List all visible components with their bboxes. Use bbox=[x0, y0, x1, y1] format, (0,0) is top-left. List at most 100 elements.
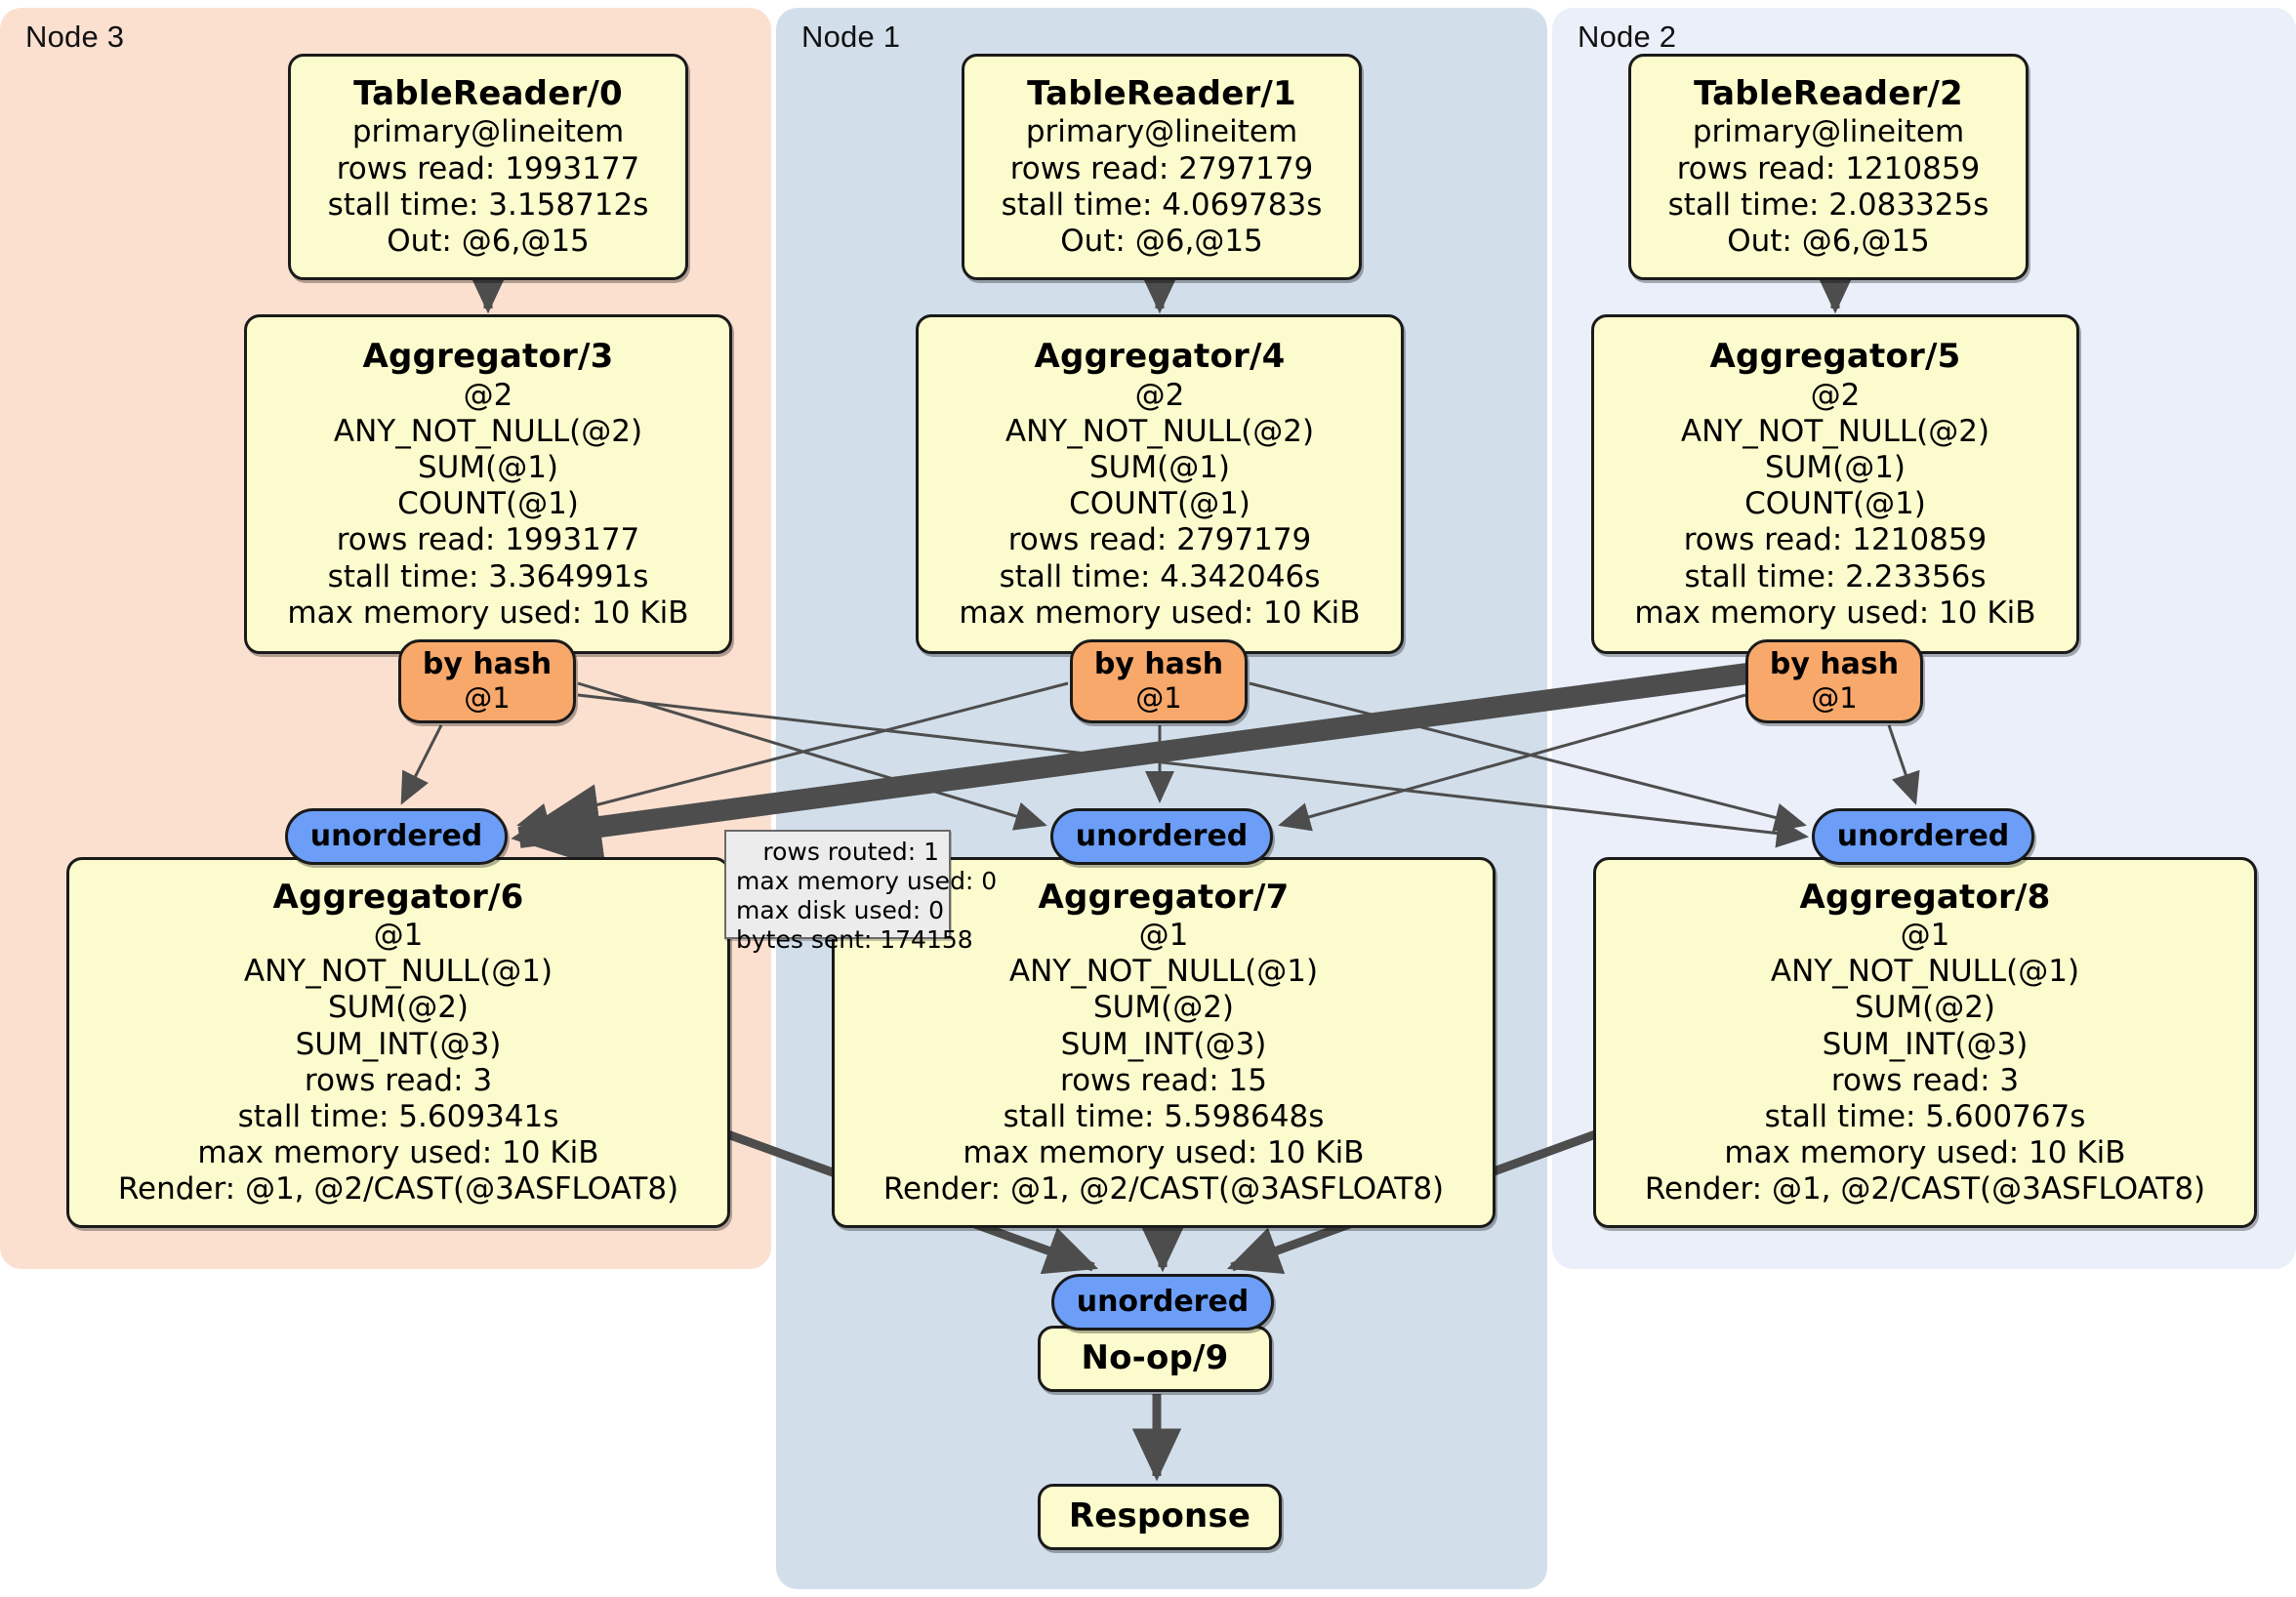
processor-detail-line-1: rows read: 1210859 bbox=[1676, 150, 1981, 186]
processor-detail-line-0: @1 bbox=[373, 917, 424, 953]
processor-detail-line-1: ANY_NOT_NULL(@2) bbox=[333, 413, 643, 449]
router-label: by hash bbox=[1769, 647, 1900, 682]
router-unordered8[interactable]: unordered bbox=[1812, 808, 2034, 865]
processor-detail-line-3: SUM_INT(@3) bbox=[295, 1026, 502, 1062]
processor-detail-line-7: Render: @1, @2/CAST(@3ASFLOAT8) bbox=[882, 1171, 1445, 1208]
processor-title: Aggregator/5 bbox=[1709, 337, 1961, 377]
processor-response[interactable]: Response bbox=[1038, 1484, 1282, 1550]
processor-detail-line-5: stall time: 4.342046s bbox=[999, 558, 1321, 594]
processor-detail-line-6: max memory used: 10 KiB bbox=[1724, 1135, 2126, 1171]
processor-detail-line-3: COUNT(@1) bbox=[397, 486, 579, 522]
cluster-label-node3: Node 3 bbox=[25, 20, 125, 54]
router-unordered7[interactable]: unordered bbox=[1050, 808, 1273, 865]
router-label: unordered bbox=[309, 818, 483, 853]
processor-title: Aggregator/8 bbox=[1799, 877, 2051, 917]
processor-detail-line-2: SUM(@2) bbox=[1854, 990, 1996, 1026]
processor-title: Aggregator/7 bbox=[1038, 877, 1290, 917]
processor-detail-line-3: COUNT(@1) bbox=[1744, 486, 1926, 522]
processor-title: Aggregator/4 bbox=[1034, 337, 1286, 377]
processor-detail-line-1: ANY_NOT_NULL(@2) bbox=[1680, 413, 1990, 449]
processor-detail-line-3: COUNT(@1) bbox=[1069, 486, 1250, 522]
processor-detail-line-6: max memory used: 10 KiB bbox=[963, 1135, 1365, 1171]
processor-detail-line-4: rows read: 3 bbox=[1830, 1062, 2020, 1098]
processor-detail-line-0: primary@lineitem bbox=[351, 114, 625, 150]
processor-detail-line-6: max memory used: 10 KiB bbox=[287, 594, 689, 631]
processor-detail-line-2: SUM(@2) bbox=[1092, 990, 1235, 1026]
processor-detail-line-1: rows read: 1993177 bbox=[336, 150, 640, 186]
router-byhash3[interactable]: by hash@1 bbox=[398, 639, 576, 723]
processor-detail-line-0: primary@lineitem bbox=[1692, 114, 1965, 150]
processor-detail-line-2: SUM(@1) bbox=[1764, 449, 1906, 485]
processor-detail-line-0: primary@lineitem bbox=[1025, 114, 1298, 150]
processor-detail-line-1: rows read: 2797179 bbox=[1009, 150, 1314, 186]
processor-detail-line-5: stall time: 3.364991s bbox=[327, 558, 649, 594]
processor-detail-line-3: Out: @6,@15 bbox=[1060, 223, 1263, 259]
processor-detail-line-3: SUM_INT(@3) bbox=[1822, 1026, 2029, 1062]
router-label: unordered bbox=[1076, 1284, 1250, 1319]
processor-title: Response bbox=[1068, 1496, 1251, 1536]
processor-detail-line-3: SUM_INT(@3) bbox=[1060, 1026, 1267, 1062]
processor-detail-line-0: @1 bbox=[1900, 917, 1950, 953]
processor-detail-line-4: rows read: 1993177 bbox=[336, 522, 640, 558]
processor-detail-line-6: max memory used: 10 KiB bbox=[197, 1135, 599, 1171]
router-label: by hash bbox=[422, 647, 553, 682]
processor-detail-line-3: Out: @6,@15 bbox=[1727, 223, 1930, 259]
processor-title: TableReader/2 bbox=[1694, 73, 1963, 113]
processor-detail-line-2: SUM(@1) bbox=[1088, 449, 1231, 485]
processor-detail-line-4: rows read: 2797179 bbox=[1007, 522, 1312, 558]
processor-detail-line-0: @2 bbox=[1134, 377, 1185, 413]
processor-detail-line-0: @1 bbox=[1138, 917, 1189, 953]
processor-detail-line-5: stall time: 2.23356s bbox=[1684, 558, 1987, 594]
processor-detail-line-1: ANY_NOT_NULL(@1) bbox=[243, 954, 554, 990]
cluster-label-node2: Node 2 bbox=[1578, 20, 1677, 54]
processor-detail-line-1: ANY_NOT_NULL(@2) bbox=[1004, 413, 1315, 449]
processor-detail-line-3: Out: @6,@15 bbox=[387, 223, 590, 259]
stream-stats-line-0: rows routed: 1 bbox=[762, 838, 939, 866]
processor-detail-line-6: max memory used: 10 KiB bbox=[1634, 594, 2036, 631]
processor-detail-line-4: rows read: 15 bbox=[1060, 1062, 1267, 1098]
processor-detail-line-2: stall time: 2.083325s bbox=[1667, 186, 1989, 223]
processor-detail-line-2: SUM(@1) bbox=[417, 449, 559, 485]
processor-detail-line-7: Render: @1, @2/CAST(@3ASFLOAT8) bbox=[1644, 1171, 2206, 1208]
cluster-label-node1: Node 1 bbox=[801, 20, 901, 54]
router-byhash5[interactable]: by hash@1 bbox=[1745, 639, 1923, 723]
stream-stats-line-2: max disk used: 0 bbox=[736, 896, 945, 924]
stream-stats-line-1: max memory used: 0 bbox=[736, 867, 998, 895]
processor-noop9[interactable]: No-op/9 bbox=[1038, 1326, 1272, 1392]
router-unordered6[interactable]: unordered bbox=[285, 808, 508, 865]
processor-detail-line-6: max memory used: 10 KiB bbox=[959, 594, 1361, 631]
processor-detail-line-2: stall time: 4.069783s bbox=[1001, 186, 1323, 223]
processor-detail-line-5: stall time: 5.598648s bbox=[1003, 1098, 1325, 1134]
processor-detail-line-1: ANY_NOT_NULL(@1) bbox=[1008, 954, 1319, 990]
processor-detail-line-0: @2 bbox=[1810, 377, 1861, 413]
router-label: unordered bbox=[1836, 818, 2010, 853]
processor-title: Aggregator/3 bbox=[362, 337, 614, 377]
processor-title: Aggregator/6 bbox=[272, 877, 524, 917]
router-sublabel: @1 bbox=[464, 680, 511, 715]
router-unordered9[interactable]: unordered bbox=[1051, 1274, 1274, 1331]
processor-detail-line-4: rows read: 3 bbox=[304, 1062, 493, 1098]
router-label: unordered bbox=[1075, 818, 1249, 853]
processor-detail-line-0: @2 bbox=[463, 377, 513, 413]
processor-detail-line-4: rows read: 1210859 bbox=[1683, 522, 1988, 558]
router-sublabel: @1 bbox=[1811, 680, 1858, 715]
processor-detail-line-1: ANY_NOT_NULL(@1) bbox=[1770, 954, 2080, 990]
processor-title: TableReader/1 bbox=[1027, 73, 1296, 113]
processor-detail-line-2: SUM(@2) bbox=[327, 990, 470, 1026]
router-sublabel: @1 bbox=[1135, 680, 1182, 715]
processor-detail-line-5: stall time: 5.609341s bbox=[237, 1098, 559, 1134]
processor-detail-line-5: stall time: 5.600767s bbox=[1764, 1098, 2086, 1134]
router-byhash4[interactable]: by hash@1 bbox=[1070, 639, 1248, 723]
stream-stats-line-3: bytes sent: 174158 bbox=[736, 925, 973, 954]
